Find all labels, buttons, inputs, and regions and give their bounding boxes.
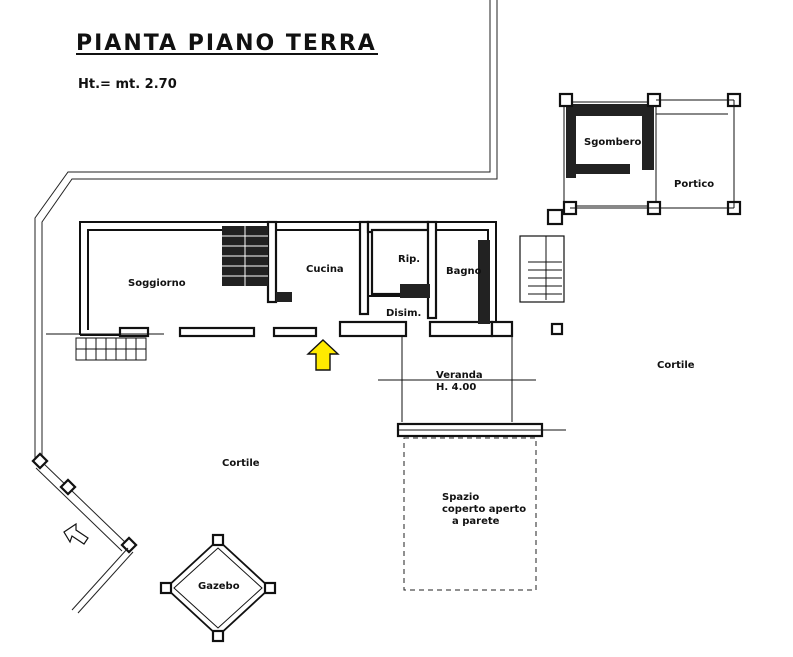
label-gazebo: Gazebo	[198, 581, 240, 592]
label-bagno: Bagno	[446, 266, 482, 277]
gate-arrow-icon	[63, 522, 89, 545]
covered-space	[403, 437, 537, 591]
label-spazio-1: Spazio	[442, 492, 479, 503]
house-walls	[46, 220, 514, 361]
sgombero-block	[558, 92, 742, 216]
plan-title: PIANTA PIANO TERRA	[76, 31, 377, 56]
label-rip: Rip.	[398, 254, 420, 265]
label-sgombero: Sgombero	[584, 137, 642, 148]
label-cortile-left: Cortile	[222, 458, 260, 469]
label-soggiorno: Soggiorno	[128, 278, 186, 289]
label-cortile-right: Cortile	[657, 360, 695, 371]
entry-steps	[75, 337, 147, 361]
entrance-arrow-icon	[306, 339, 340, 371]
outside-stairs	[519, 208, 565, 303]
label-disimp: Disim.	[386, 308, 421, 319]
label-spazio-2: coperto aperto	[442, 504, 526, 515]
label-spazio-3: a parete	[452, 516, 500, 527]
label-veranda: Veranda	[436, 370, 483, 381]
label-portico: Portico	[674, 179, 714, 190]
gazebo	[159, 533, 277, 643]
pillar	[550, 322, 564, 336]
veranda	[378, 336, 566, 438]
property-boundary	[31, 0, 498, 614]
height-note: Ht.= mt. 2.70	[78, 77, 177, 92]
label-cucina: Cucina	[306, 264, 344, 275]
label-veranda-height: H. 4.00	[436, 382, 476, 393]
